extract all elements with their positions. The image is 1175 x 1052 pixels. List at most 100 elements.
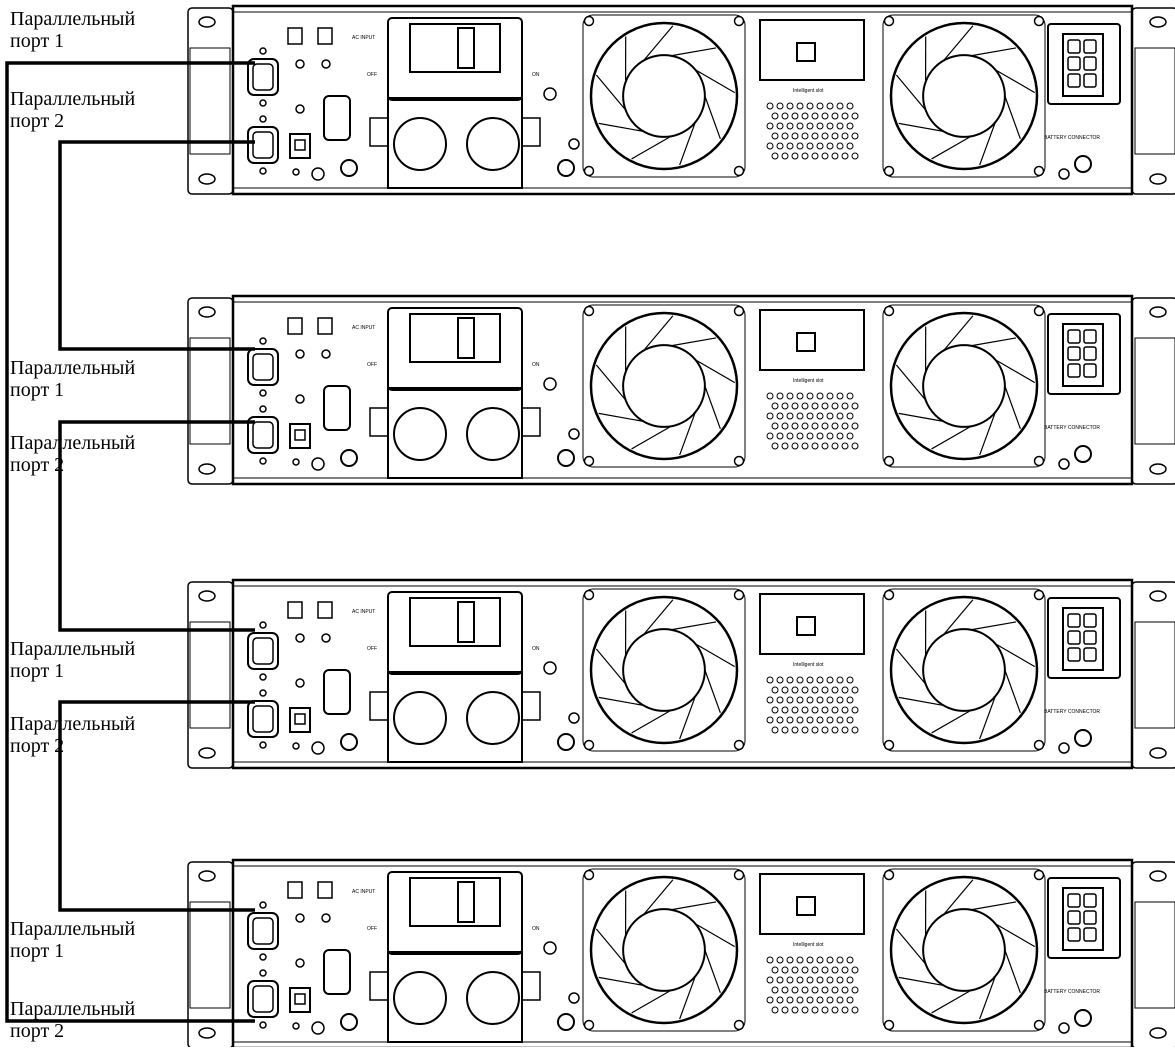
socket: [467, 118, 519, 170]
parallel-port-1: [248, 48, 278, 106]
battery-connector-label: BATTERY CONNECTOR: [1044, 709, 1100, 715]
fan-left: [583, 869, 745, 1031]
fan-left: [583, 589, 745, 751]
output-socket-panel: [388, 98, 522, 188]
fan-left: [583, 15, 745, 177]
ac-input-label: AC INPUT: [352, 325, 375, 331]
screw-icon: [558, 1014, 574, 1030]
intelligent-slot: [760, 20, 864, 80]
dip-switch: [318, 318, 332, 334]
vent-grille: [767, 677, 858, 733]
label-unit3-port2: Параллельный порт 2: [10, 713, 135, 757]
ac-input-breaker: [388, 18, 522, 100]
rs232-port: [324, 670, 350, 714]
socket: [467, 692, 519, 744]
screw-icon: [1075, 156, 1091, 172]
usb-port: [290, 988, 310, 1012]
ground-icon: [312, 742, 324, 754]
ground-icon: [569, 713, 579, 723]
ground-icon: [312, 458, 324, 470]
screw-icon: [341, 1014, 357, 1030]
on-label: ON: [532, 72, 540, 78]
screw-icon: [341, 450, 357, 466]
label-unit4-port1: Параллельный порт 1: [10, 918, 135, 962]
rack-ear-left: [188, 582, 233, 768]
ground-icon: [1059, 459, 1069, 469]
screw-icon: [558, 734, 574, 750]
output-socket-panel: [388, 672, 522, 762]
on-label: ON: [532, 646, 540, 652]
socket: [394, 972, 446, 1024]
intelligent-slot: [760, 874, 864, 934]
rs232-port: [324, 950, 350, 994]
off-label: OFF: [367, 72, 377, 78]
intelligent-slot-label: Intelligent slot: [793, 942, 824, 948]
output-socket-panel: [388, 952, 522, 1042]
label-unit2-port2: Параллельный порт 2: [10, 432, 135, 476]
dip-switch: [288, 882, 302, 898]
ac-input-label: AC INPUT: [352, 609, 375, 615]
socket: [467, 972, 519, 1024]
intelligent-slot: [760, 594, 864, 654]
dip-switch: [318, 882, 332, 898]
intelligent-slot-label: Intelligent slot: [793, 88, 824, 94]
rack-ear-right: [1132, 862, 1175, 1047]
fan-right: [883, 15, 1045, 177]
rack-ear-left: [188, 8, 233, 194]
parallel-port-2: [248, 116, 278, 174]
fan-right: [883, 589, 1045, 751]
ac-input-label: AC INPUT: [352, 35, 375, 41]
ac-input-breaker: [388, 592, 522, 674]
ground-icon: [1059, 169, 1069, 179]
ground-icon: [569, 139, 579, 149]
on-label: ON: [532, 926, 540, 932]
ground-icon: [1059, 743, 1069, 753]
screw-icon: [1075, 1010, 1091, 1026]
vent-grille: [767, 393, 858, 449]
rack-ear-right: [1132, 582, 1175, 768]
usb-port: [290, 708, 310, 732]
off-label: OFF: [367, 362, 377, 368]
dip-switch: [288, 602, 302, 618]
ac-input-breaker: [388, 872, 522, 954]
label-unit4-port2: Параллельный порт 2: [10, 998, 135, 1042]
rack-ear-right: [1132, 298, 1175, 484]
intelligent-slot-label: Intelligent slot: [793, 378, 824, 384]
vent-grille: [767, 957, 858, 1013]
parallel-port-1: [248, 338, 278, 396]
ground-icon: [1059, 1023, 1069, 1033]
parallel-port-2: [248, 690, 278, 748]
battery-connector-label: BATTERY CONNECTOR: [1044, 425, 1100, 431]
label-unit3-port1: Параллельный порт 1: [10, 638, 135, 682]
dip-switch: [318, 28, 332, 44]
ac-input-breaker: [388, 308, 522, 390]
usb-port: [290, 134, 310, 158]
fan-left: [583, 305, 745, 467]
rack-ear-left: [188, 298, 233, 484]
dip-switch: [288, 28, 302, 44]
parallel-port-2: [248, 406, 278, 464]
ground-icon: [312, 168, 324, 180]
off-label: OFF: [367, 646, 377, 652]
cable-unit1-port1-to-unit4-port2: [7, 63, 255, 1021]
ground-icon: [312, 1022, 324, 1034]
vent-grille: [767, 103, 858, 159]
fan-right: [883, 305, 1045, 467]
usb-port: [290, 424, 310, 448]
output-socket-panel: [388, 388, 522, 478]
ac-input-label: AC INPUT: [352, 889, 375, 895]
socket: [394, 692, 446, 744]
socket: [394, 408, 446, 460]
battery-connector-label: BATTERY CONNECTOR: [1044, 989, 1100, 995]
label-unit1-port1: Параллельный порт 1: [10, 8, 135, 52]
rack-ear-right: [1132, 8, 1175, 194]
dip-switch: [318, 602, 332, 618]
socket: [467, 408, 519, 460]
ground-icon: [569, 429, 579, 439]
